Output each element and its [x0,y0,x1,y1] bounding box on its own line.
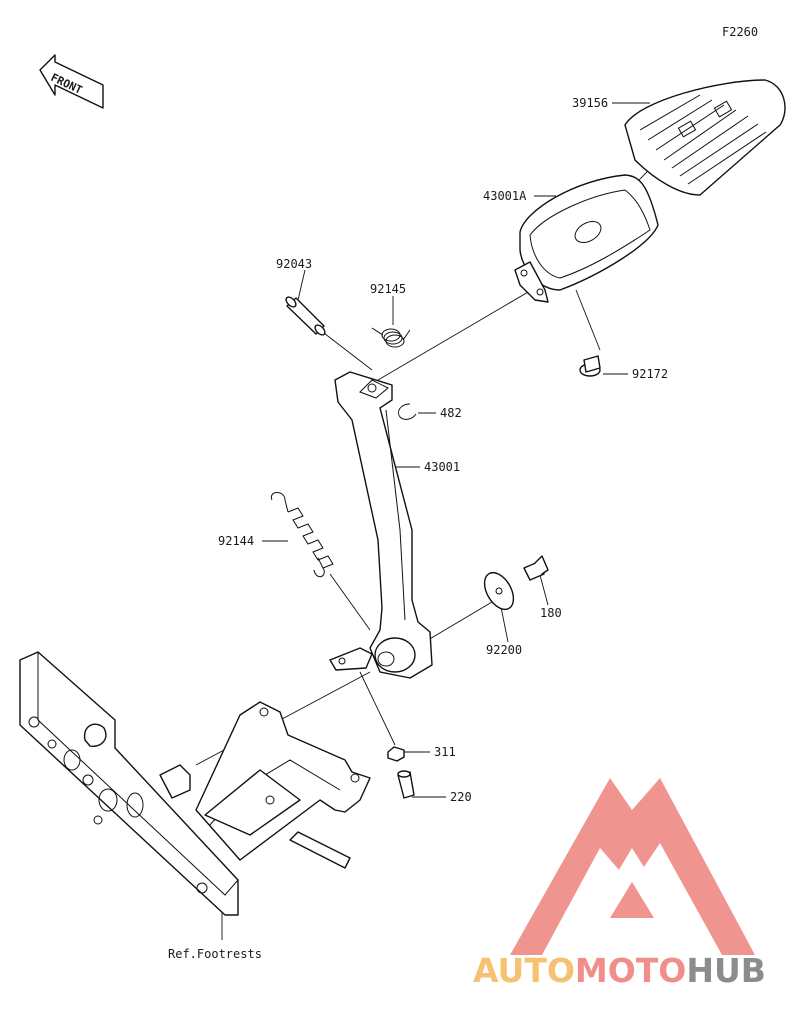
label-92172: 92172 [632,367,668,381]
automotohub-logo [510,778,755,955]
watermark-hub: HUB [686,951,766,990]
watermark-text: AUTOMOTOHUB [473,951,766,990]
label-92144: 92144 [218,534,254,548]
label-482: 482 [440,406,462,420]
spring-92145 [371,327,411,348]
leader-lines [195,102,691,940]
label-ref-footrests: Ref.Footrests [168,947,262,961]
watermark-auto: AUTO [473,951,575,990]
watermark-moto: MOTO [575,951,686,990]
front-arrow-icon [39,54,104,109]
front-direction-arrow: FRONT [39,54,104,109]
label-92043: 92043 [276,257,312,271]
label-92200: 92200 [486,643,522,657]
figure-code: F2260 [722,25,758,39]
pedal-rubber-39156 [624,79,786,196]
footrest-bracket [19,651,371,916]
brake-pedal-arm-43001 [329,371,433,679]
snap-ring-482 [397,403,417,420]
nut-311 [387,746,405,762]
logo-inner-fill-icon [610,882,654,918]
bolt-92172 [579,355,601,377]
return-spring-92144 [270,492,334,578]
bolt-220 [397,770,415,799]
label-39156: 39156 [572,96,608,110]
pin-92043 [285,296,326,336]
part-labels: 39156 43001A 92043 92145 92172 482 43001… [168,96,668,961]
washer-92200 [483,571,515,611]
bolt-180 [523,555,549,581]
label-92145: 92145 [370,282,406,296]
label-311: 311 [434,745,456,759]
logo-inner-mark-icon [590,848,676,918]
label-220: 220 [450,790,472,804]
label-43001: 43001 [424,460,460,474]
label-43001a: 43001A [483,189,527,203]
label-180: 180 [540,606,562,620]
pedal-pad-43001a [514,174,659,303]
